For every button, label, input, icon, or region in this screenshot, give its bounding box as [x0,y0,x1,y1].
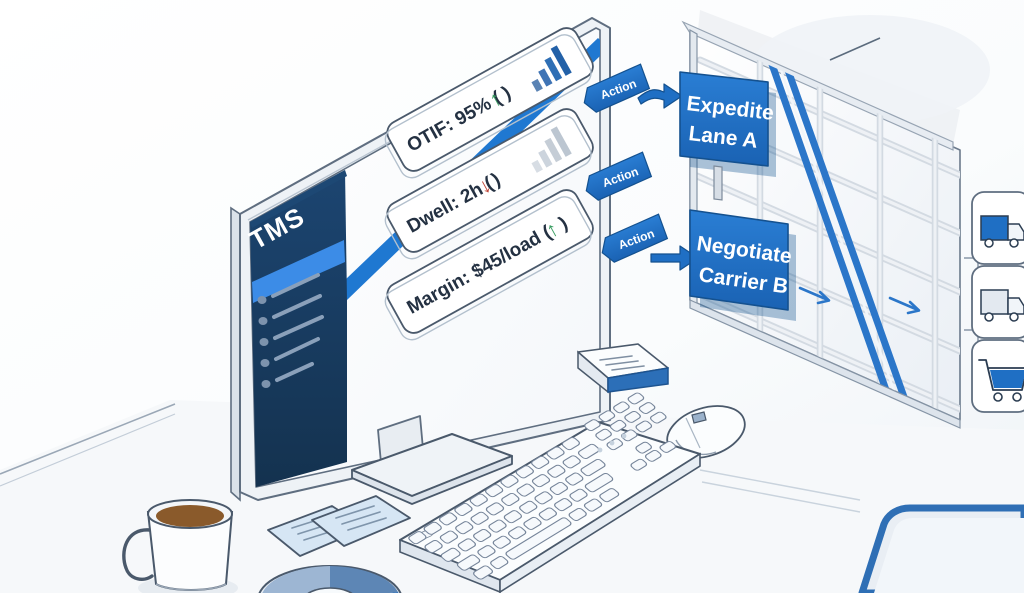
map-pointer-line [829,37,881,61]
monitor-bezel-side [230,206,241,502]
direction-arrow [888,296,921,315]
sidebar-item [260,337,320,367]
action-card-expedite[interactable]: Expedite Lane A [679,71,776,201]
keyboard-indicator-leds [597,433,627,453]
card-face [689,209,789,311]
action-tag-dwell: Action [585,151,653,201]
side-icon-stack[interactable] [964,191,1024,413]
keyboard-key-grid [408,392,677,580]
action-card-negotiate[interactable]: Negotiate Carrier B [689,209,796,321]
bar-chart-icon-dwell [531,126,572,173]
icon-card-truck-secondary[interactable] [971,265,1024,339]
keyboard [399,392,701,593]
coffee-mug [122,499,238,593]
card-post [713,165,723,201]
sidebar-nav-items [257,273,324,388]
sidebar-item [261,362,314,388]
map-frame-bottom [689,299,961,429]
mug-handle [122,528,154,581]
flow-arrow-negotiate [650,245,699,271]
icon-card-cart[interactable] [971,339,1024,413]
flow-arrows [637,83,699,271]
metric-rows: OTIF: 95% ( ↑ ) Dwell: 2h ( ↓ ) [379,27,600,341]
sidebar-item [257,273,320,304]
map-highway-gap [765,30,909,420]
shopping-cart-icon [978,359,1024,402]
monitor-stand-base-side [351,455,513,505]
sidebar-item [258,294,322,325]
metric-row-dwell[interactable]: Dwell: 2h ( ↓ ) [379,105,600,263]
truck-icon [980,289,1024,322]
direction-arrow [798,286,831,305]
card-face [679,71,769,167]
desk-detail-lines [699,469,861,513]
map-highway [756,30,919,420]
icon-card-truck-primary[interactable] [971,191,1024,265]
mug-coffee [156,505,224,527]
sidebar-item [259,315,324,346]
map-back-edge [681,20,954,151]
action-tag-otif: Action [583,63,651,113]
sidebar-active-row [252,240,345,303]
paper-sheets [267,495,411,557]
tablet-device [858,504,1024,593]
desk-edge-line-2 [0,413,176,487]
app-sidebar: TMS [244,170,347,487]
desk-edge-line [0,403,176,475]
truck-icon [980,215,1024,248]
pie-chart-disc [258,565,402,593]
paper-stack [577,343,669,394]
bar-chart-icon-otif [531,45,572,92]
flow-arrow-expedite [637,83,683,109]
monitor: TMS [230,17,611,505]
